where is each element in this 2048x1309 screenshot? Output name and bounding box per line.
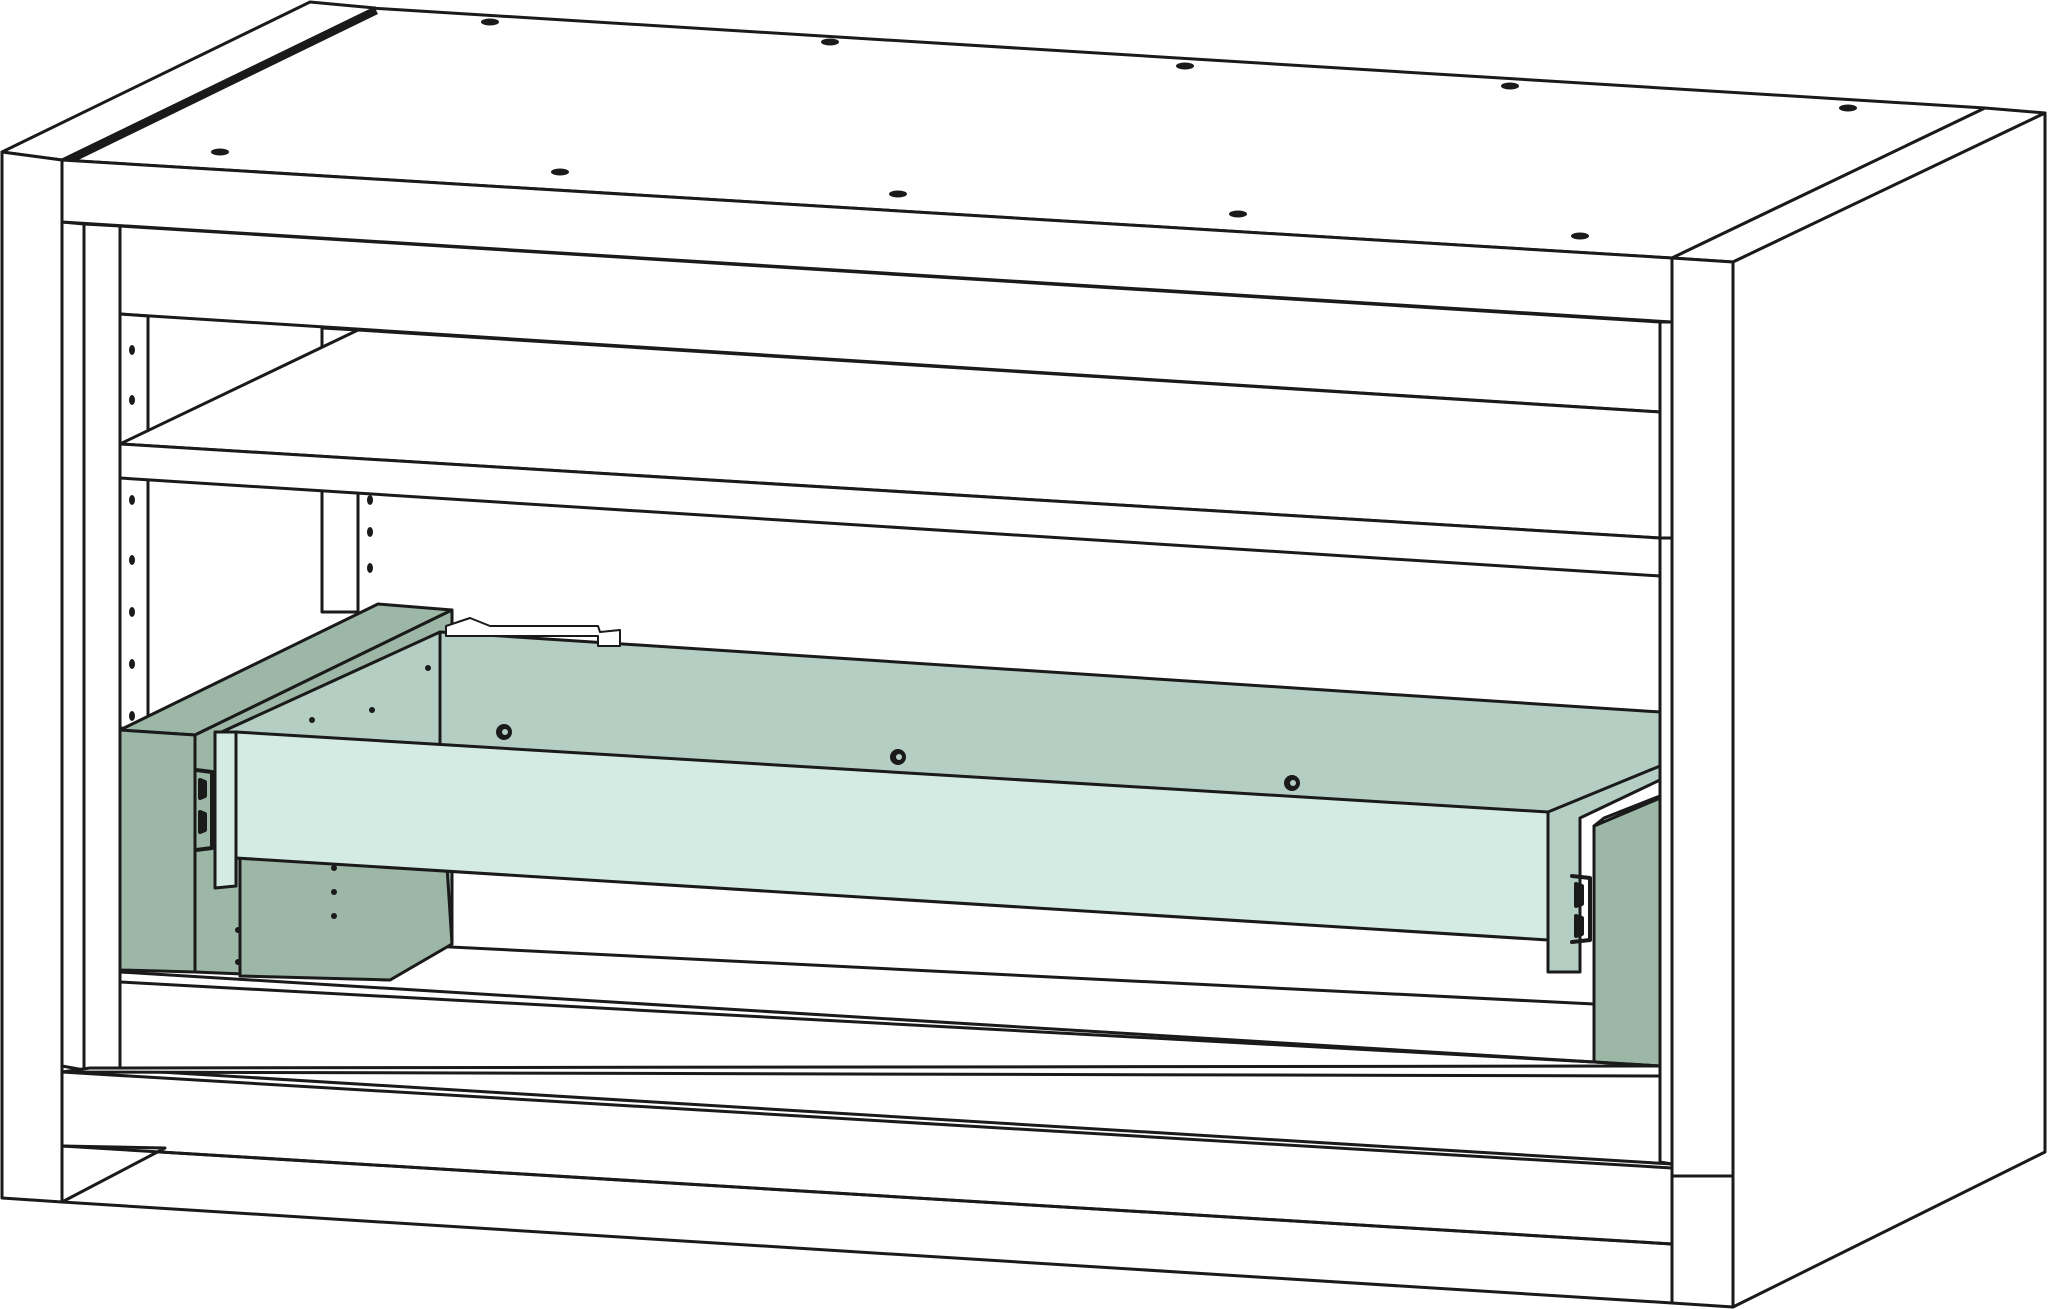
left-drawer-slide: [194, 768, 214, 852]
right-inner-side: [1658, 320, 1674, 1166]
dowel-hole: [821, 38, 839, 46]
side-dot: [331, 889, 337, 895]
side-dot: [425, 665, 431, 671]
dowel-hole: [1501, 82, 1519, 90]
side-dot: [331, 865, 337, 871]
right-side-front-edge: [1670, 256, 1735, 1309]
left-inner-side-2: [82, 222, 122, 1074]
pin-hole: [129, 555, 135, 565]
detail-lines: [118, 536, 1735, 1246]
side-dot: [235, 927, 241, 933]
dowel-hole: [211, 148, 229, 156]
shelf-pin-holes: [129, 345, 373, 721]
screw-slot: [1290, 780, 1296, 786]
drawer-front-left-edge: [213, 730, 238, 890]
dowel-hole: [1229, 210, 1247, 218]
screw-slot: [502, 729, 508, 735]
pin-hole: [367, 495, 373, 505]
dowel-hole: [1839, 104, 1857, 112]
right-slide-housing-top: [1592, 794, 1662, 828]
side-dot: [369, 707, 375, 713]
top-dowel-holes: [211, 18, 1857, 240]
dowel-hole: [1176, 62, 1194, 70]
dowel-hole: [481, 18, 499, 26]
plinth-lower: [60, 1144, 1674, 1305]
side-dot: [235, 959, 241, 965]
pin-hole: [367, 527, 373, 537]
drawer-assembly: [118, 602, 1662, 1068]
dowel-hole: [1571, 232, 1589, 240]
dowel-hole: [889, 190, 907, 198]
top-panel-left-edge-strip: [62, 8, 378, 166]
pin-hole: [129, 607, 135, 617]
pin-hole: [367, 563, 373, 573]
pin-hole: [129, 395, 135, 405]
drawer-back-clip: [445, 617, 621, 647]
side-dot: [309, 717, 315, 723]
right-slide-housing: [1592, 796, 1662, 1068]
pin-hole: [129, 345, 135, 355]
drawer-side-dots: [235, 665, 431, 965]
right-side-panel: [1731, 111, 2047, 1309]
dowel-hole: [551, 168, 569, 176]
left-inner-side: [60, 220, 86, 1072]
pin-hole: [129, 659, 135, 669]
screw-slot: [896, 754, 902, 760]
plinth: [60, 1144, 167, 1204]
side-dot: [331, 913, 337, 919]
left-side-panel: [0, 150, 64, 1204]
right-drawer-slide: [1570, 874, 1592, 944]
drawer-screws: [496, 724, 1300, 791]
pin-hole: [129, 711, 135, 721]
left-slide-housing-front: [118, 728, 197, 974]
pin-hole: [129, 495, 135, 505]
